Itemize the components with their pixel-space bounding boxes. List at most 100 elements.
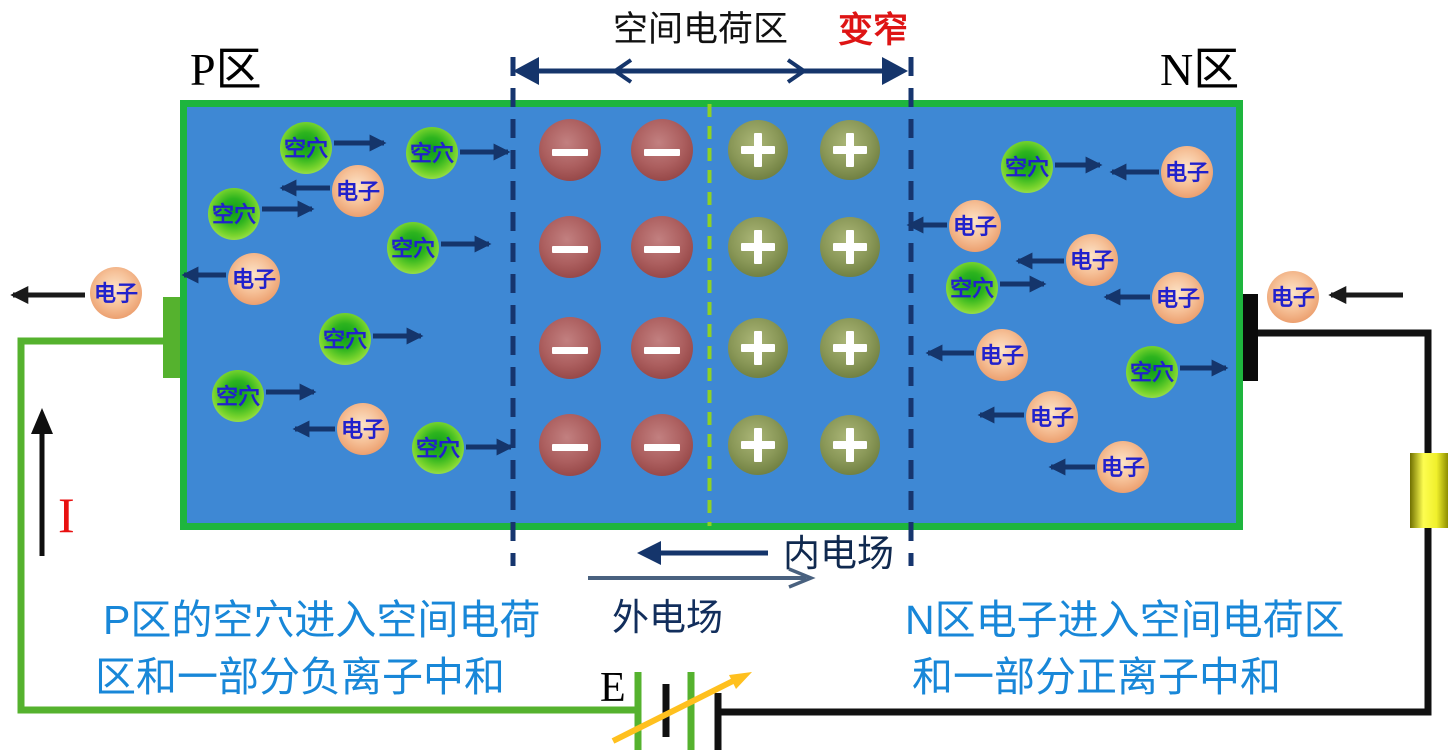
p-region-carriers: 空穴空穴电子空穴空穴电子空穴空穴电子空穴 — [181, 122, 514, 474]
plus-icon — [846, 133, 854, 167]
n-region-carriers: 空穴电子电子电子空穴电子电子空穴电子电子 — [906, 141, 1229, 493]
caption-right-line2: 和一部分正离子中和 — [912, 654, 1281, 700]
plus-icon — [846, 230, 854, 264]
positive-ion — [820, 318, 880, 378]
particle-label: 电子 — [336, 179, 380, 204]
plus-icon — [754, 230, 762, 264]
particle-label: 电子 — [980, 343, 1024, 368]
green-wire-left-circuit — [17, 337, 636, 714]
electron-particle: 电子 — [10, 267, 142, 319]
internal-field-arrow — [637, 541, 768, 565]
p-electrode — [163, 297, 181, 378]
plus-icon — [754, 133, 762, 167]
minus-icon — [644, 246, 680, 253]
width-arrow-right-chevron — [786, 58, 808, 84]
particle-label: 空穴 — [416, 436, 460, 461]
external-field-label: 外电场 — [612, 597, 723, 638]
particle-label: 电子 — [341, 417, 385, 442]
electron-particle: 电子 — [1048, 441, 1149, 493]
caption-left-line2: 区和一部分负离子中和 — [95, 654, 505, 700]
hole-particle: 空穴 — [406, 127, 511, 179]
plus-icon — [846, 428, 854, 462]
positive-ion — [728, 415, 788, 475]
external-field-head — [788, 567, 816, 589]
negative-ion — [631, 216, 693, 278]
positive-ion — [820, 120, 880, 180]
positive-ion — [728, 217, 788, 277]
plus-icon — [754, 331, 762, 365]
electron-particle: 电子 — [925, 329, 1028, 381]
particle-label: 电子 — [1101, 455, 1145, 480]
external-electrons: 电子电子 — [10, 267, 1403, 323]
width-arrow-left-chevron — [611, 58, 633, 84]
negative-ion — [539, 317, 601, 379]
particle-label: 电子 — [1271, 285, 1315, 310]
negative-ion — [539, 414, 601, 476]
minus-icon — [644, 444, 680, 451]
hole-particle: 空穴 — [208, 188, 315, 240]
space-charge-width-arrow — [513, 57, 908, 85]
negative-ion — [631, 414, 693, 476]
particle-label: 电子 — [94, 281, 138, 306]
external-field-arrow — [588, 567, 816, 589]
electron-particle: 电子 — [1109, 146, 1213, 198]
width-arrow-right-head — [882, 57, 908, 85]
electron-particle: 电子 — [977, 391, 1078, 443]
hole-particle: 空穴 — [412, 422, 514, 474]
electron-particle: 电子 — [279, 165, 384, 217]
hole-particle: 空穴 — [212, 370, 317, 422]
minus-icon — [552, 149, 588, 156]
particle-label: 空穴 — [950, 276, 994, 301]
n-region-label: N区 — [1160, 44, 1239, 95]
electron-particle: 电子 — [906, 200, 1001, 252]
positive-ion — [728, 120, 788, 180]
hole-particle: 空穴 — [1001, 141, 1103, 193]
caption-left-line1: P区的空穴进入空间电荷 — [103, 597, 540, 643]
particle-label: 空穴 — [284, 136, 328, 161]
internal-field-label: 内电场 — [783, 533, 894, 574]
electron-particle: 电子 — [181, 253, 280, 305]
current-arrow-head — [31, 408, 53, 434]
minus-icon — [644, 149, 680, 156]
resistor — [1410, 453, 1448, 528]
plus-icon — [754, 428, 762, 462]
p-region-label: P区 — [190, 44, 262, 95]
hole-particle: 空穴 — [280, 122, 387, 174]
caption-right-line1: N区电子进入空间电荷区 — [905, 597, 1345, 643]
variable-battery-arrow-head — [729, 672, 752, 689]
minus-icon — [552, 347, 588, 354]
electron-particle: 电子 — [1103, 272, 1204, 324]
particle-label: 电子 — [1156, 286, 1200, 311]
positive-ion — [820, 415, 880, 475]
positive-ion — [820, 217, 880, 277]
ion-grid — [539, 119, 880, 476]
negative-ion — [539, 119, 601, 181]
n-electrode — [1240, 294, 1258, 381]
space-charge-region-label: 空间电荷区 — [613, 10, 788, 49]
current-arrow — [31, 408, 53, 556]
particle-label: 电子 — [1030, 405, 1074, 430]
particle-label: 空穴 — [216, 384, 260, 409]
minus-icon — [552, 246, 588, 253]
positive-ion — [728, 318, 788, 378]
particle-label: 电子 — [1165, 160, 1209, 185]
hole-particle: 空穴 — [946, 262, 1047, 314]
particle-label: 电子 — [1070, 248, 1114, 273]
width-arrow-left-head — [513, 57, 539, 85]
particle-label: 空穴 — [1005, 155, 1049, 180]
negative-ion — [539, 216, 601, 278]
particle-label: 空穴 — [391, 236, 435, 261]
current-label: I — [58, 487, 75, 543]
variable-battery-arrow-shaft — [611, 677, 737, 744]
minus-icon — [644, 347, 680, 354]
particle-label: 空穴 — [323, 327, 367, 352]
minus-icon — [552, 444, 588, 451]
emf-label: E — [600, 665, 626, 711]
particle-label: 空穴 — [410, 141, 454, 166]
particle-label: 电子 — [232, 267, 276, 292]
hole-particle: 空穴 — [387, 222, 492, 274]
particle-label: 电子 — [953, 214, 997, 239]
internal-field-head — [637, 541, 661, 565]
particle-label: 空穴 — [1130, 360, 1174, 385]
